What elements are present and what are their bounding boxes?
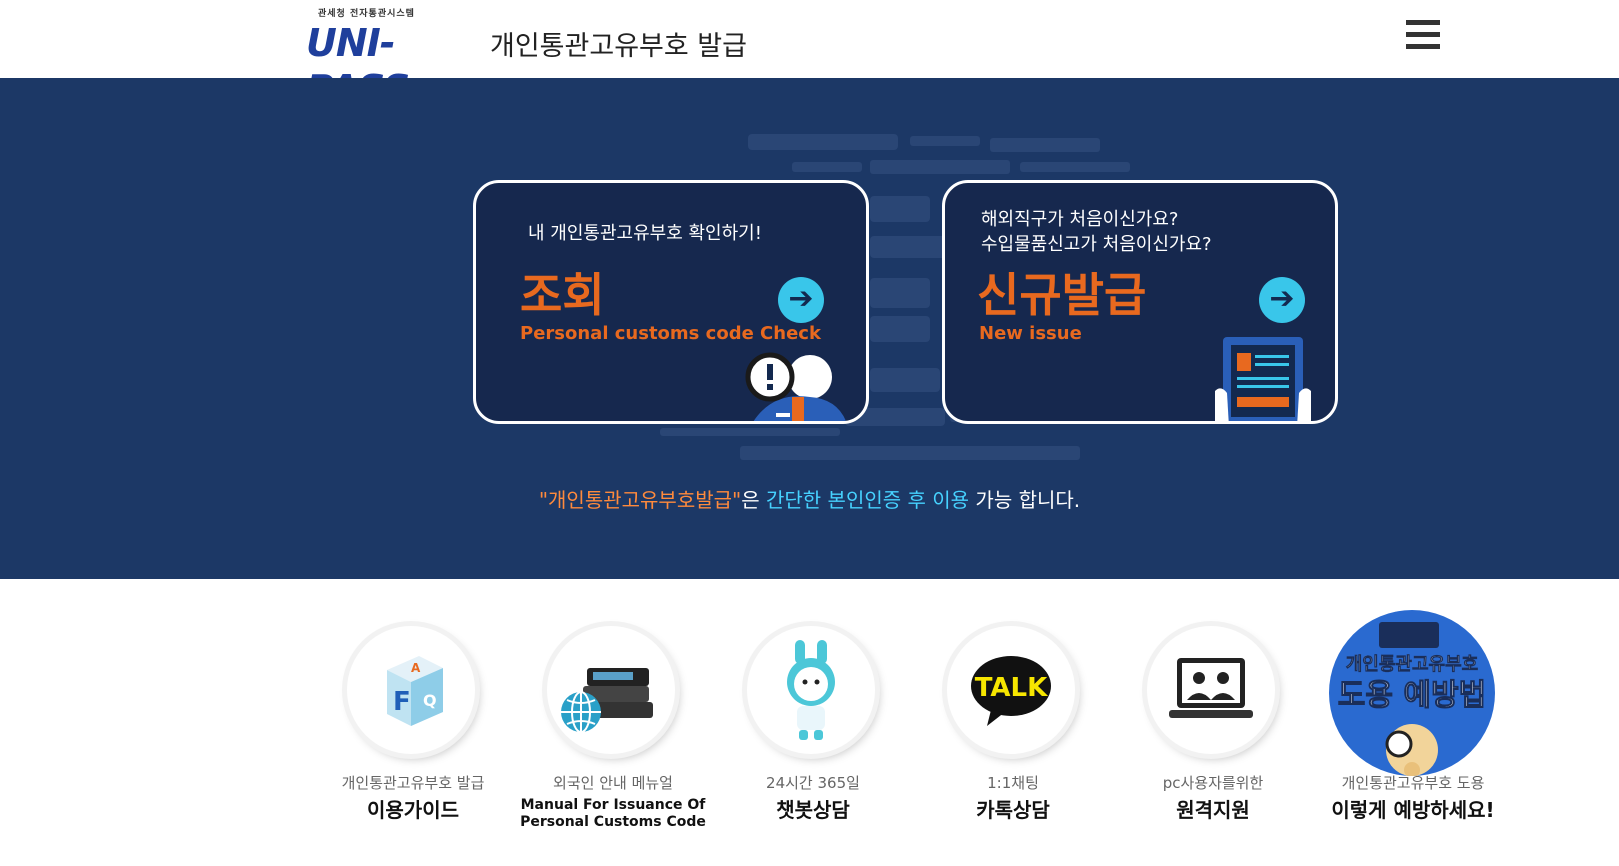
quick-menu-subtitle: 개인통관고유부호 도용 [1341, 774, 1485, 792]
site-header: 관세청 전자통관시스템 UNI-PASS 개인통관고유부호 발급 [0, 0, 1619, 111]
quick-menu-remote-support[interactable]: pc사용자를위한 원격지원 [1113, 622, 1313, 852]
menu-icon[interactable] [1406, 20, 1440, 54]
page-title: 개인통관고유부호 발급 [490, 31, 747, 62]
auth-notice: "개인통관고유부호발급"은 간단한 본인인증 후 이용 가능 합니다. [0, 484, 1619, 513]
manual-books-globe-icon [547, 626, 675, 754]
quick-menu-chatbot[interactable]: 24시간 365일 챗봇상담 [713, 622, 913, 852]
remote-support-icon [1147, 626, 1275, 754]
hero-banner: 내 개인통관고유부호 확인하기! 조회 Personal customs cod… [0, 78, 1619, 579]
new-issue-card[interactable]: 해외직구가 처음이신가요? 수입물품신고가 처음이신가요? 신규발급 New i… [942, 180, 1338, 424]
lookup-card-english-title: Personal customs code Check [520, 323, 821, 344]
notice-highlight: 간단한 본인인증 후 이용 [766, 488, 970, 512]
quick-menu-subtitle: 개인통관고유부호 발급 [341, 774, 485, 792]
arrow-right-icon[interactable]: ➔ [778, 277, 824, 323]
svg-text:F: F [393, 687, 411, 717]
quick-menu-title: Manual For Issuance Of Personal Customs … [520, 797, 706, 830]
document-clipboard-icon [1215, 337, 1311, 421]
quick-menu-subtitle: 1:1채팅 [987, 774, 1039, 792]
arrow-right-icon[interactable]: ➔ [1259, 277, 1305, 323]
quick-menu-title: 원격지원 [1176, 798, 1250, 822]
new-issue-card-subtitle-2: 수입물품신고가 처음이신가요? [981, 234, 1212, 255]
new-issue-card-english-title: New issue [979, 323, 1082, 344]
kakao-talk-icon: TALK [947, 626, 1075, 754]
quick-menu-theft-prevention[interactable]: 개인통관고유부호 도용 예방법 개인통관고유부호 도용 이렇게 예방하세요! [1313, 610, 1513, 852]
word-cloud-background [660, 134, 1130, 460]
magnifier-person-icon [745, 352, 846, 421]
notice-service-name: "개인통관고유부호발급" [538, 488, 742, 512]
lookup-card-title: 조회 [520, 268, 605, 322]
quick-menu-manual[interactable]: 외국인 안내 메뉴얼 Manual For Issuance Of Person… [513, 622, 713, 852]
quick-menu-subtitle: 외국인 안내 메뉴얼 [553, 774, 673, 792]
theft-prevention-badge: 개인통관고유부호 도용 예방법 [1329, 610, 1495, 776]
badge-line-1: 개인통관고유부호 [1345, 654, 1479, 676]
notice-text-1: 은 [741, 488, 766, 512]
svg-text:TALK: TALK [975, 673, 1048, 703]
faq-cube-icon: F Q A [347, 626, 475, 754]
quick-menu-title: 이렇게 예방하세요! [1331, 798, 1495, 822]
quick-menu-subtitle: pc사용자를위한 [1162, 774, 1264, 792]
quick-menu-guide[interactable]: F Q A 개인통관고유부호 발급 이용가이드 [313, 622, 513, 852]
quick-menu-kakaotalk[interactable]: TALK 1:1채팅 카톡상담 [913, 622, 1113, 852]
unipass-logo[interactable]: 관세청 전자통관시스템 UNI-PASS [306, 6, 476, 111]
quick-menu-title: 카톡상담 [976, 798, 1050, 822]
notice-text-2: 가능 합니다. [969, 488, 1081, 512]
lookup-card-subtitle: 내 개인통관고유부호 확인하기! [528, 223, 762, 244]
chatbot-character-icon [747, 626, 875, 754]
quick-menu-title: 이용가이드 [367, 798, 459, 822]
quick-menu-subtitle: 24시간 365일 [766, 774, 860, 792]
lookup-card[interactable]: 내 개인통관고유부호 확인하기! 조회 Personal customs cod… [473, 180, 869, 424]
svg-text:Q: Q [423, 691, 437, 710]
quick-menu-title: 챗봇상담 [776, 798, 850, 822]
new-issue-card-subtitle-1: 해외직구가 처음이신가요? [981, 209, 1179, 230]
badge-line-2: 도용 예방법 [1337, 678, 1487, 714]
logo-subtitle: 관세청 전자통관시스템 [318, 9, 415, 19]
new-issue-card-title: 신규발급 [977, 268, 1147, 322]
svg-text:A: A [411, 661, 421, 675]
